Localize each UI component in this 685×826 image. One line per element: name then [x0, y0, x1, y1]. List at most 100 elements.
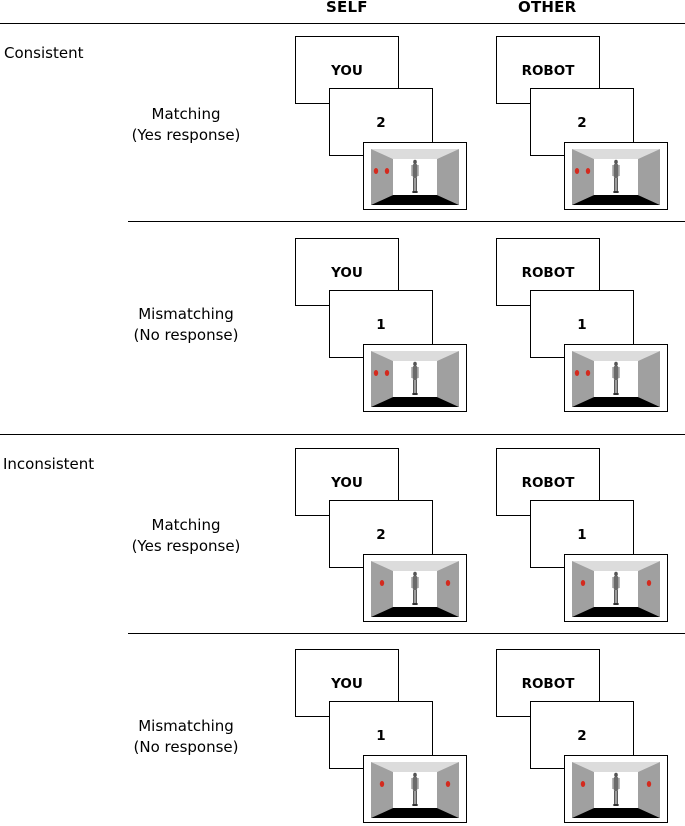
header-divider — [0, 23, 685, 24]
room-left-wall — [371, 561, 393, 617]
red-disc — [585, 168, 591, 174]
self-cue-text: YOU — [331, 475, 363, 491]
other-scene-image — [572, 149, 660, 205]
group-divider — [0, 434, 685, 435]
other-cue-text: ROBOT — [521, 676, 575, 692]
red-disc — [445, 580, 451, 586]
avatar-figure — [612, 159, 620, 193]
room-left-wall — [572, 561, 594, 617]
room-floor — [572, 808, 660, 818]
row-label: Mismatching (No response) — [106, 304, 266, 346]
avatar-figure — [411, 361, 419, 395]
other-scene-image — [572, 561, 660, 617]
red-disc — [373, 168, 379, 174]
row-label-response: (No response) — [133, 738, 239, 756]
avatar-figure — [612, 361, 620, 395]
red-disc — [574, 168, 580, 174]
room-ceiling — [572, 561, 660, 571]
self-number-text: 2 — [376, 115, 386, 131]
room-left-wall — [371, 149, 393, 205]
room-left-wall — [572, 762, 594, 818]
room-floor — [371, 607, 459, 617]
room-right-wall — [638, 351, 660, 407]
self-cue-text: YOU — [331, 265, 363, 281]
other-number-text: 1 — [577, 317, 587, 333]
row-label: Matching (Yes response) — [106, 515, 266, 557]
other-number-text: 1 — [577, 527, 587, 543]
room-ceiling — [371, 149, 459, 159]
room-left-wall — [371, 351, 393, 407]
avatar-figure — [612, 571, 620, 605]
room-ceiling — [572, 351, 660, 361]
avatar-figure — [411, 571, 419, 605]
row-divider-inconsistent — [128, 633, 685, 634]
self-scene-image — [371, 762, 459, 818]
room-ceiling — [371, 351, 459, 361]
avatar-figure — [411, 159, 419, 193]
room-floor — [572, 607, 660, 617]
self-scene-image — [371, 351, 459, 407]
room-left-wall — [572, 149, 594, 205]
row-label-condition: Matching — [151, 516, 221, 534]
self-number-text: 1 — [376, 728, 386, 744]
room-floor — [371, 397, 459, 407]
row-label-condition: Mismatching — [138, 305, 234, 323]
self-scene-card — [363, 554, 467, 622]
room-right-wall — [638, 149, 660, 205]
red-disc — [585, 370, 591, 376]
other-scene-card — [564, 755, 668, 823]
room-ceiling — [572, 762, 660, 772]
other-number-text: 2 — [577, 728, 587, 744]
red-disc — [646, 580, 652, 586]
avatar-figure — [411, 772, 419, 806]
room-floor — [572, 397, 660, 407]
red-disc — [580, 781, 586, 787]
other-scene-card — [564, 554, 668, 622]
red-disc — [574, 370, 580, 376]
red-disc — [384, 370, 390, 376]
red-disc — [445, 781, 451, 787]
other-scene-image — [572, 762, 660, 818]
room-right-wall — [437, 351, 459, 407]
self-scene-card — [363, 344, 467, 412]
row-divider-consistent — [128, 221, 685, 222]
row-label-condition: Matching — [151, 105, 221, 123]
room-left-wall — [572, 351, 594, 407]
room-right-wall — [437, 561, 459, 617]
red-disc — [373, 370, 379, 376]
row-label-condition: Mismatching — [138, 717, 234, 735]
self-number-text: 1 — [376, 317, 386, 333]
red-disc — [379, 580, 385, 586]
room-right-wall — [638, 762, 660, 818]
row-label-response: (Yes response) — [131, 537, 241, 555]
self-cue-text: YOU — [331, 63, 363, 79]
row-label-response: (Yes response) — [131, 126, 241, 144]
self-scene-card — [363, 142, 467, 210]
group-label-consistent: Consistent — [4, 44, 84, 62]
room-right-wall — [638, 561, 660, 617]
other-scene-card — [564, 142, 668, 210]
red-disc — [384, 168, 390, 174]
row-label: Matching (Yes response) — [106, 104, 266, 146]
red-disc — [580, 580, 586, 586]
self-scene-image — [371, 561, 459, 617]
self-scene-card — [363, 755, 467, 823]
avatar-figure — [612, 772, 620, 806]
other-cue-text: ROBOT — [521, 63, 575, 79]
other-number-text: 2 — [577, 115, 587, 131]
self-cue-text: YOU — [331, 676, 363, 692]
self-number-text: 2 — [376, 527, 386, 543]
room-right-wall — [437, 762, 459, 818]
room-floor — [572, 195, 660, 205]
column-header-other: OTHER — [518, 0, 577, 16]
room-floor — [371, 808, 459, 818]
room-right-wall — [437, 149, 459, 205]
other-scene-image — [572, 351, 660, 407]
room-ceiling — [371, 762, 459, 772]
group-label-inconsistent: Inconsistent — [3, 455, 95, 473]
self-scene-image — [371, 149, 459, 205]
room-ceiling — [572, 149, 660, 159]
row-label-response: (No response) — [133, 326, 239, 344]
red-disc — [379, 781, 385, 787]
column-header-self: SELF — [326, 0, 368, 16]
